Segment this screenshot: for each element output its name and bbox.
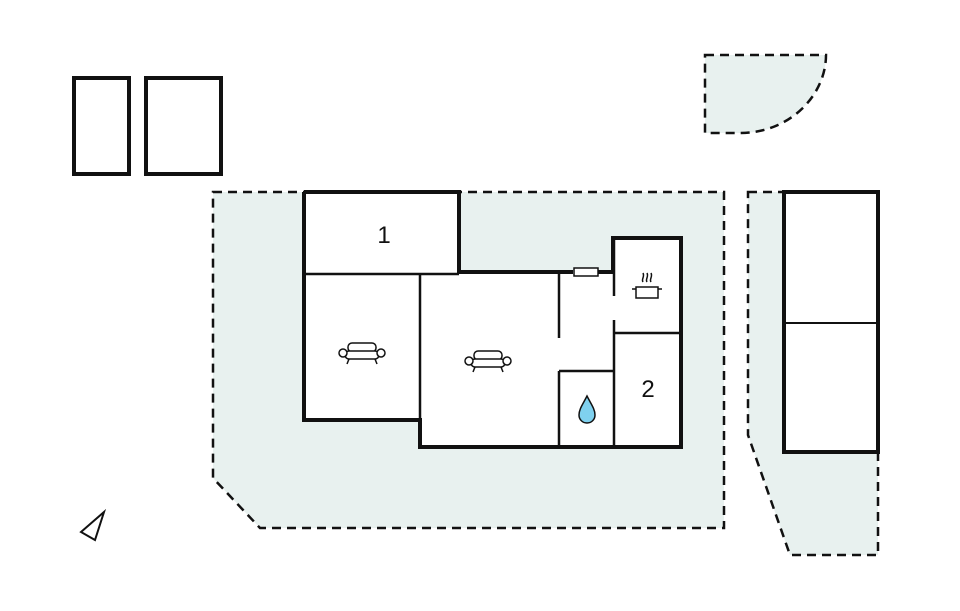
sofa-icon	[338, 342, 386, 365]
outbuildings	[72, 76, 880, 454]
house	[302, 190, 683, 449]
parking-space-2	[144, 76, 223, 176]
parking-space-1	[72, 76, 131, 176]
compass-arrow-icon	[79, 508, 107, 542]
cooking-pot-icon	[632, 272, 662, 299]
sofa-icon	[464, 350, 512, 373]
room-label-1: 1	[377, 222, 390, 249]
house-fill	[304, 192, 681, 447]
terrace-top-right	[703, 53, 828, 135]
room-label-2: 2	[641, 376, 654, 403]
window	[573, 267, 599, 277]
water-drop-icon	[578, 394, 596, 424]
house-outer-wall	[304, 190, 573, 274]
